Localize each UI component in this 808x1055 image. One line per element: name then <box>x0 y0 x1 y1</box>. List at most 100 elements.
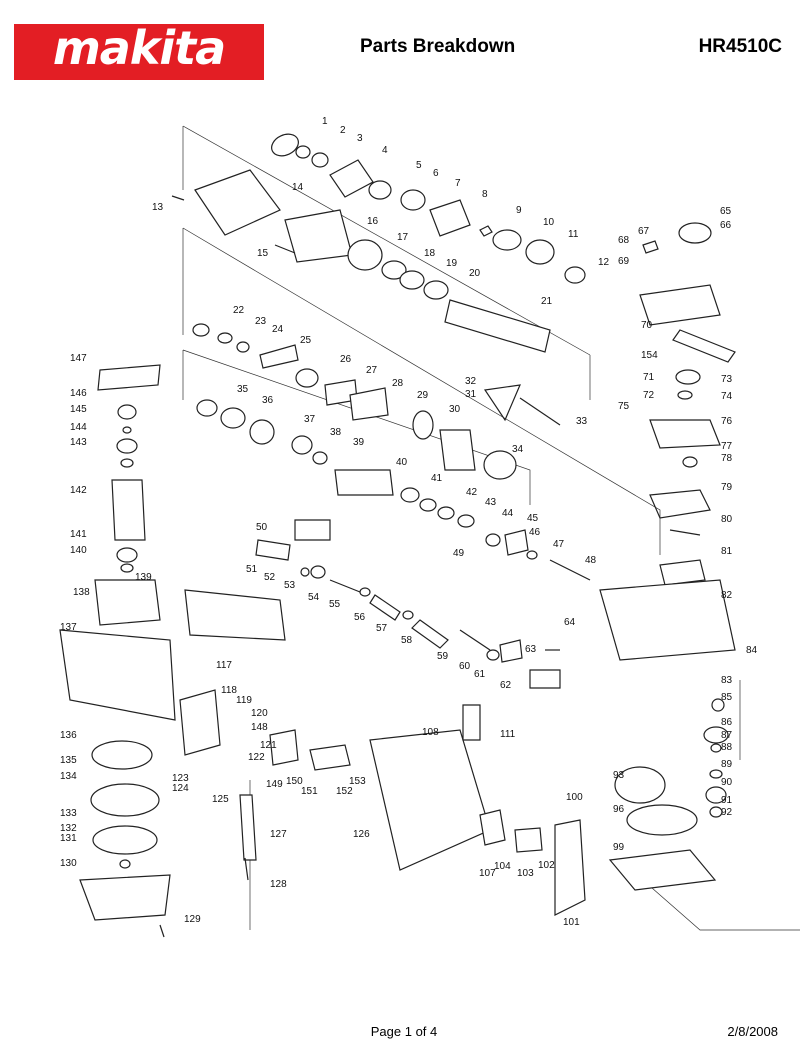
part-number-label: 24 <box>272 324 284 335</box>
part-number-label: 133 <box>60 808 77 819</box>
part-number-label: 6 <box>433 168 439 179</box>
part-number-label: 96 <box>613 804 625 815</box>
part-number-label: 14 <box>292 182 304 193</box>
part-number-label: 78 <box>721 453 733 464</box>
part-number-label: 136 <box>60 730 77 741</box>
part-number-label: 53 <box>284 580 296 591</box>
part-number-label: 75 <box>618 401 630 412</box>
part-number-label: 72 <box>643 390 655 401</box>
part-number-label: 134 <box>60 771 77 782</box>
part-number-label: 52 <box>264 572 276 583</box>
part-number-label: 135 <box>60 755 77 766</box>
part-number-label: 41 <box>431 473 443 484</box>
part-number-label: 81 <box>721 546 733 557</box>
part-number-label: 125 <box>212 794 229 805</box>
handle-parts <box>179 589 586 916</box>
part-number-label: 73 <box>721 374 733 385</box>
part-number-label: 90 <box>721 777 733 788</box>
part-number-label: 79 <box>721 482 733 493</box>
part-number-label: 148 <box>251 722 268 733</box>
part-number-label: 99 <box>613 842 625 853</box>
part-number-label: 141 <box>70 529 87 540</box>
part-number-label: 42 <box>466 487 478 498</box>
part-number-label: 35 <box>237 384 249 395</box>
part-number-label: 15 <box>257 248 269 259</box>
part-number-label: 100 <box>566 792 583 803</box>
part-number-label: 65 <box>720 206 732 217</box>
part-number-label: 60 <box>459 661 471 672</box>
motor-parts <box>59 364 176 938</box>
part-number-label: 132 <box>60 823 77 834</box>
part-number-label: 25 <box>300 335 312 346</box>
part-number-label: 38 <box>330 427 342 438</box>
part-number-label: 129 <box>184 914 201 925</box>
part-number-label: 26 <box>340 354 352 365</box>
part-number-label: 23 <box>255 316 267 327</box>
part-number-label: 126 <box>353 829 370 840</box>
part-number-label: 7 <box>455 178 461 189</box>
part-number-label: 45 <box>527 513 539 524</box>
part-number-label: 49 <box>453 548 465 559</box>
page-title: Parts Breakdown <box>360 36 516 57</box>
part-number-label: 37 <box>304 414 316 425</box>
print-date: 2/8/2008 <box>727 1024 778 1039</box>
part-number-label: 30 <box>449 404 461 415</box>
part-number-label: 31 <box>465 389 477 400</box>
part-number-label: 48 <box>585 555 597 566</box>
part-number-label: 12 <box>598 257 610 268</box>
part-number-label: 123 <box>172 773 189 784</box>
part-number-label: 28 <box>392 378 404 389</box>
part-number-label: 119 <box>236 695 252 706</box>
part-number-label: 111 <box>500 729 516 740</box>
part-number-label: 9 <box>516 205 522 216</box>
part-number-label: 88 <box>721 742 733 753</box>
part-number-label: 61 <box>474 669 486 680</box>
part-number-label: 22 <box>233 305 245 316</box>
part-number-label: 69 <box>618 256 630 267</box>
part-number-label: 85 <box>721 692 733 703</box>
part-number-label: 46 <box>529 527 541 538</box>
front-assembly-parts <box>171 133 586 353</box>
part-number-label: 147 <box>70 353 87 364</box>
part-number-label: 76 <box>721 416 733 427</box>
part-number-label: 80 <box>721 514 733 525</box>
part-number-label: 8 <box>482 189 488 200</box>
part-number-label: 154 <box>641 350 658 361</box>
part-number-label: 145 <box>70 404 87 415</box>
part-number-label: 140 <box>70 545 87 556</box>
part-number-label: 19 <box>446 258 458 269</box>
part-number-labels: 1234567891011121314151617181920212223242… <box>60 116 758 928</box>
part-number-label: 66 <box>720 220 732 231</box>
part-number-label: 4 <box>382 145 388 156</box>
part-number-label: 18 <box>424 248 436 259</box>
part-number-label: 101 <box>563 917 580 928</box>
part-number-label: 93 <box>613 770 625 781</box>
part-number-label: 16 <box>367 216 379 227</box>
impact-mechanism-parts <box>192 323 591 689</box>
part-number-label: 153 <box>349 776 366 787</box>
part-number-label: 130 <box>60 858 77 869</box>
part-number-label: 87 <box>721 730 733 741</box>
part-number-label: 54 <box>308 592 320 603</box>
part-number-label: 138 <box>73 587 90 598</box>
part-number-label: 120 <box>251 708 268 719</box>
part-number-label: 107 <box>479 868 496 879</box>
part-number-label: 33 <box>576 416 588 427</box>
part-number-label: 44 <box>502 508 514 519</box>
part-number-label: 13 <box>152 202 164 213</box>
part-number-label: 11 <box>568 229 579 240</box>
part-number-label: 151 <box>301 786 318 797</box>
part-number-label: 40 <box>396 457 408 468</box>
part-number-label: 2 <box>340 125 346 136</box>
part-number-label: 117 <box>216 660 232 671</box>
part-number-label: 43 <box>485 497 497 508</box>
part-number-label: 89 <box>721 759 733 770</box>
part-number-label: 1 <box>322 116 328 127</box>
part-number-label: 55 <box>329 599 341 610</box>
part-number-label: 10 <box>543 217 555 228</box>
part-number-label: 51 <box>246 564 258 575</box>
part-number-label: 17 <box>397 232 409 243</box>
part-number-label: 27 <box>366 365 378 376</box>
part-number-label: 70 <box>641 320 653 331</box>
